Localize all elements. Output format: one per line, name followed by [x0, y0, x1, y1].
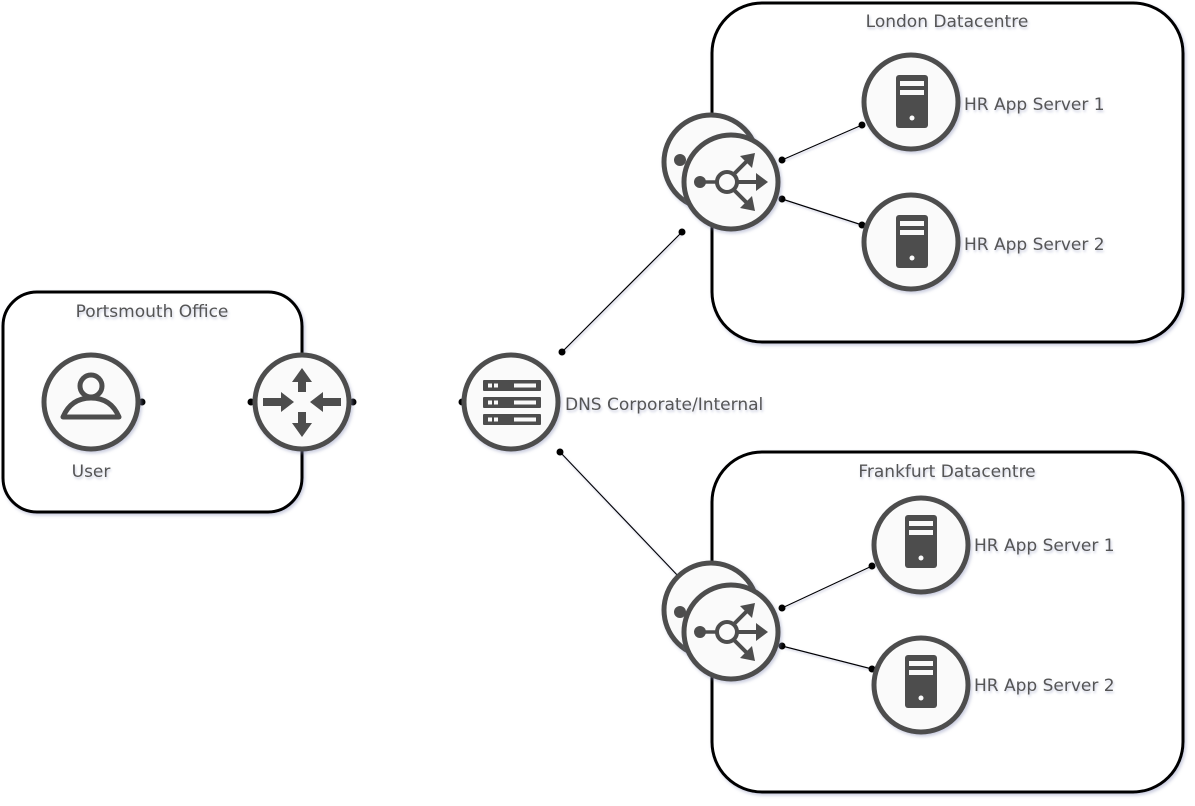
link-endpoint: [556, 448, 564, 456]
link-endpoint: [678, 228, 686, 236]
node-frankfurt-load-balancer[interactable]: [661, 560, 781, 682]
zone-frankfurt-frame: [710, 450, 1185, 794]
server-tower-icon: [896, 75, 928, 128]
link-endpoint: [778, 195, 786, 203]
node-dns[interactable]: DNS Corporate/Internal: [461, 352, 763, 452]
link-dns-london-lb[interactable]: [558, 228, 686, 356]
node-london-server-1[interactable]: HR App Server 1: [861, 52, 1105, 152]
server-tower-icon: [905, 515, 937, 568]
node-london-load-balancer[interactable]: [661, 112, 781, 232]
link-endpoint: [778, 642, 786, 650]
node-user-label: User: [72, 462, 111, 482]
zone-london-label: London Datacentre: [866, 12, 1029, 32]
server-tower-icon: [905, 655, 937, 708]
node-london-server-2[interactable]: HR App Server 2: [861, 192, 1105, 292]
link-endpoint: [858, 221, 866, 229]
load-balancer-icon: [694, 153, 768, 211]
node-frankfurt-server-1-label: HR App Server 1: [974, 536, 1115, 556]
node-london-server-1-label: HR App Server 1: [964, 95, 1105, 115]
link-endpoint: [868, 562, 876, 570]
link-router-dns[interactable]: [349, 398, 466, 406]
node-user-ring: [41, 352, 141, 452]
user-icon: [60, 372, 122, 420]
node-router[interactable]: [252, 352, 352, 452]
load-balancer-front: [681, 132, 781, 232]
link-dns-frankfurt-lb[interactable]: [556, 448, 681, 579]
link-endpoint: [778, 156, 786, 164]
link-endpoint: [858, 121, 866, 129]
node-london-server-2-label: HR App Server 2: [964, 235, 1105, 255]
router-icon: [263, 368, 341, 437]
zone-frankfurt-datacentre[interactable]: Frankfurt Datacentre: [710, 450, 1185, 794]
link-endpoint: [558, 348, 566, 356]
node-frankfurt-server-1[interactable]: HR App Server 1: [871, 495, 1115, 595]
dns-server-icon: [483, 380, 541, 425]
server-tower-icon: [896, 215, 928, 268]
zone-london-datacentre[interactable]: London Datacentre: [710, 1, 1185, 344]
link-frankfurt-lb-server-1[interactable]: [778, 562, 876, 612]
zone-portsmouth-label: Portsmouth Office: [76, 302, 229, 322]
zone-london-frame: [710, 1, 1185, 344]
load-balancer-front: [681, 582, 781, 682]
load-balancer-icon: [694, 603, 768, 661]
node-router-ring: [252, 352, 352, 452]
node-user[interactable]: User: [41, 352, 141, 482]
node-frankfurt-server-2-label: HR App Server 2: [974, 676, 1115, 696]
node-dns-label: DNS Corporate/Internal: [565, 395, 763, 415]
link-london-lb-server-1[interactable]: [778, 121, 866, 164]
zone-frankfurt-label: Frankfurt Datacentre: [858, 462, 1035, 482]
link-endpoint: [778, 604, 786, 612]
link-london-lb-server-2[interactable]: [778, 195, 866, 229]
node-frankfurt-server-2[interactable]: HR App Server 2: [871, 635, 1115, 735]
